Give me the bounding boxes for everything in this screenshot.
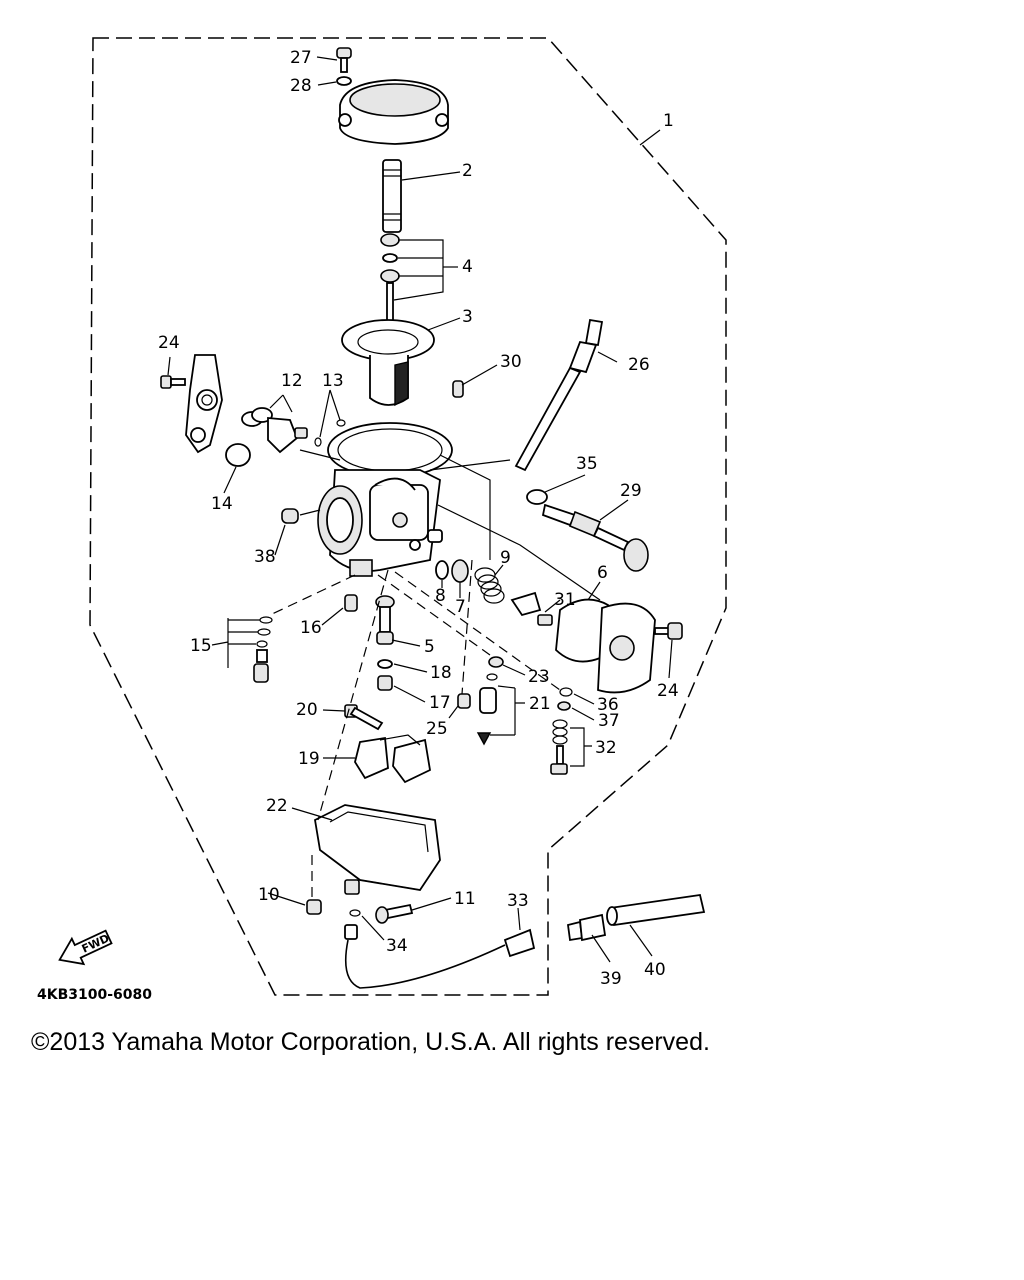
- callout-label: 11: [454, 889, 476, 909]
- callout-label: 15: [190, 636, 212, 656]
- callout-label: 5: [424, 637, 435, 657]
- pilot-screw-set-15: [253, 616, 273, 683]
- throttle-cable-bracket: [185, 354, 223, 454]
- washer-18: [377, 659, 393, 669]
- cover-screw: [336, 47, 352, 86]
- callout-label: 34: [386, 936, 408, 956]
- callout-label: 29: [620, 481, 642, 501]
- callout-label: 28: [290, 76, 312, 96]
- copyright-notice: ©2013 Yamaha Motor Corporation, U.S.A. A…: [31, 1028, 710, 1056]
- callout-label: 30: [500, 352, 522, 372]
- callout-label: 33: [507, 891, 529, 911]
- callout-label: 20: [296, 700, 318, 720]
- part-code: 4KB3100-6080: [37, 987, 152, 1003]
- part-30: [452, 380, 464, 398]
- callout-label: 22: [266, 796, 288, 816]
- screw-24-right: [654, 622, 683, 640]
- float-pin-20: [344, 704, 384, 731]
- callout-label: 18: [430, 663, 452, 683]
- hose-40: [606, 893, 706, 927]
- callout-label: 4: [462, 257, 473, 277]
- assembly-boundary: [89, 37, 727, 996]
- jet-needle-spring: [380, 159, 402, 334]
- plate-31: [510, 591, 553, 626]
- routing-lines: [269, 449, 601, 900]
- callout-label: 9: [500, 548, 511, 568]
- callout-label: 10: [258, 885, 280, 905]
- seal-7: [451, 559, 469, 583]
- forward-arrow-icon: FWD: [58, 929, 113, 966]
- hose-fitting-39: [567, 913, 607, 942]
- small-o-rings-13: [314, 419, 346, 447]
- callout-label: 35: [576, 454, 598, 474]
- callout-label: 12: [281, 371, 303, 391]
- callout-label: 3: [462, 307, 473, 327]
- carburetor-body: [317, 422, 453, 577]
- callout-label: 6: [597, 563, 608, 583]
- callout-label: 23: [528, 667, 550, 687]
- callout-label: 27: [290, 48, 312, 68]
- callout-label: 31: [554, 590, 576, 610]
- callout-label: 38: [254, 547, 276, 567]
- callout-label: 25: [426, 719, 448, 739]
- screw-set-36-37-32: [550, 687, 573, 775]
- diaphragm-piston: [341, 319, 435, 407]
- callout-label: 26: [628, 355, 650, 375]
- callout-label: 39: [600, 969, 622, 989]
- callout-label: 17: [429, 693, 451, 713]
- callout-label: 13: [322, 371, 344, 391]
- part-38: [281, 508, 299, 524]
- callout-labels: 1 2 3 4 5 6 7 8 9 10 11 12 13 14 15 16 1…: [158, 48, 679, 989]
- callout-label: 16: [300, 618, 322, 638]
- callout-label: 14: [211, 494, 233, 514]
- main-jet-17: [377, 675, 393, 691]
- callout-label: 19: [298, 749, 320, 769]
- callout-label: 37: [598, 711, 620, 731]
- spring-9: [474, 567, 505, 604]
- float-19: [354, 734, 431, 784]
- leader-lines: [167, 56, 673, 963]
- callout-label: 2: [462, 161, 473, 181]
- washer-35: [526, 489, 548, 505]
- callout-label: 24: [657, 681, 679, 701]
- callout-label: 1: [663, 111, 674, 131]
- jet-25: [457, 693, 471, 709]
- starter-plunger-26: [514, 318, 604, 472]
- callout-label: 32: [595, 738, 617, 758]
- callout-label: 21: [529, 694, 551, 714]
- drain-fitting-34: [344, 909, 361, 940]
- callout-label: 8: [435, 586, 446, 606]
- drain-screw-11: [375, 903, 414, 924]
- carburetor-exploded-diagram: 1 2 3 4 5 6 7 8 9 10 11 12 13 14 15 16 1…: [37, 37, 727, 1003]
- callout-label: 7: [455, 597, 466, 617]
- float-bowl-22: [314, 804, 441, 895]
- o-ring-14: [225, 443, 251, 467]
- screw-10: [306, 899, 322, 915]
- cap-23: [488, 656, 504, 668]
- callout-label: 36: [597, 695, 619, 715]
- diaphragm-cover-6: [555, 598, 656, 694]
- callout-label: 24: [158, 333, 180, 353]
- valve-seat-21: [476, 673, 498, 746]
- air-screw-29: [541, 503, 649, 572]
- top-cover: [338, 79, 449, 145]
- bracket-screw: [160, 375, 186, 389]
- coasting-enricher: [241, 407, 308, 454]
- drain-hose-33: [344, 928, 536, 989]
- o-ring-8: [435, 560, 449, 580]
- pilot-jet-16: [344, 594, 358, 612]
- callout-label: 40: [644, 960, 666, 980]
- needle-jet-5: [375, 595, 395, 645]
